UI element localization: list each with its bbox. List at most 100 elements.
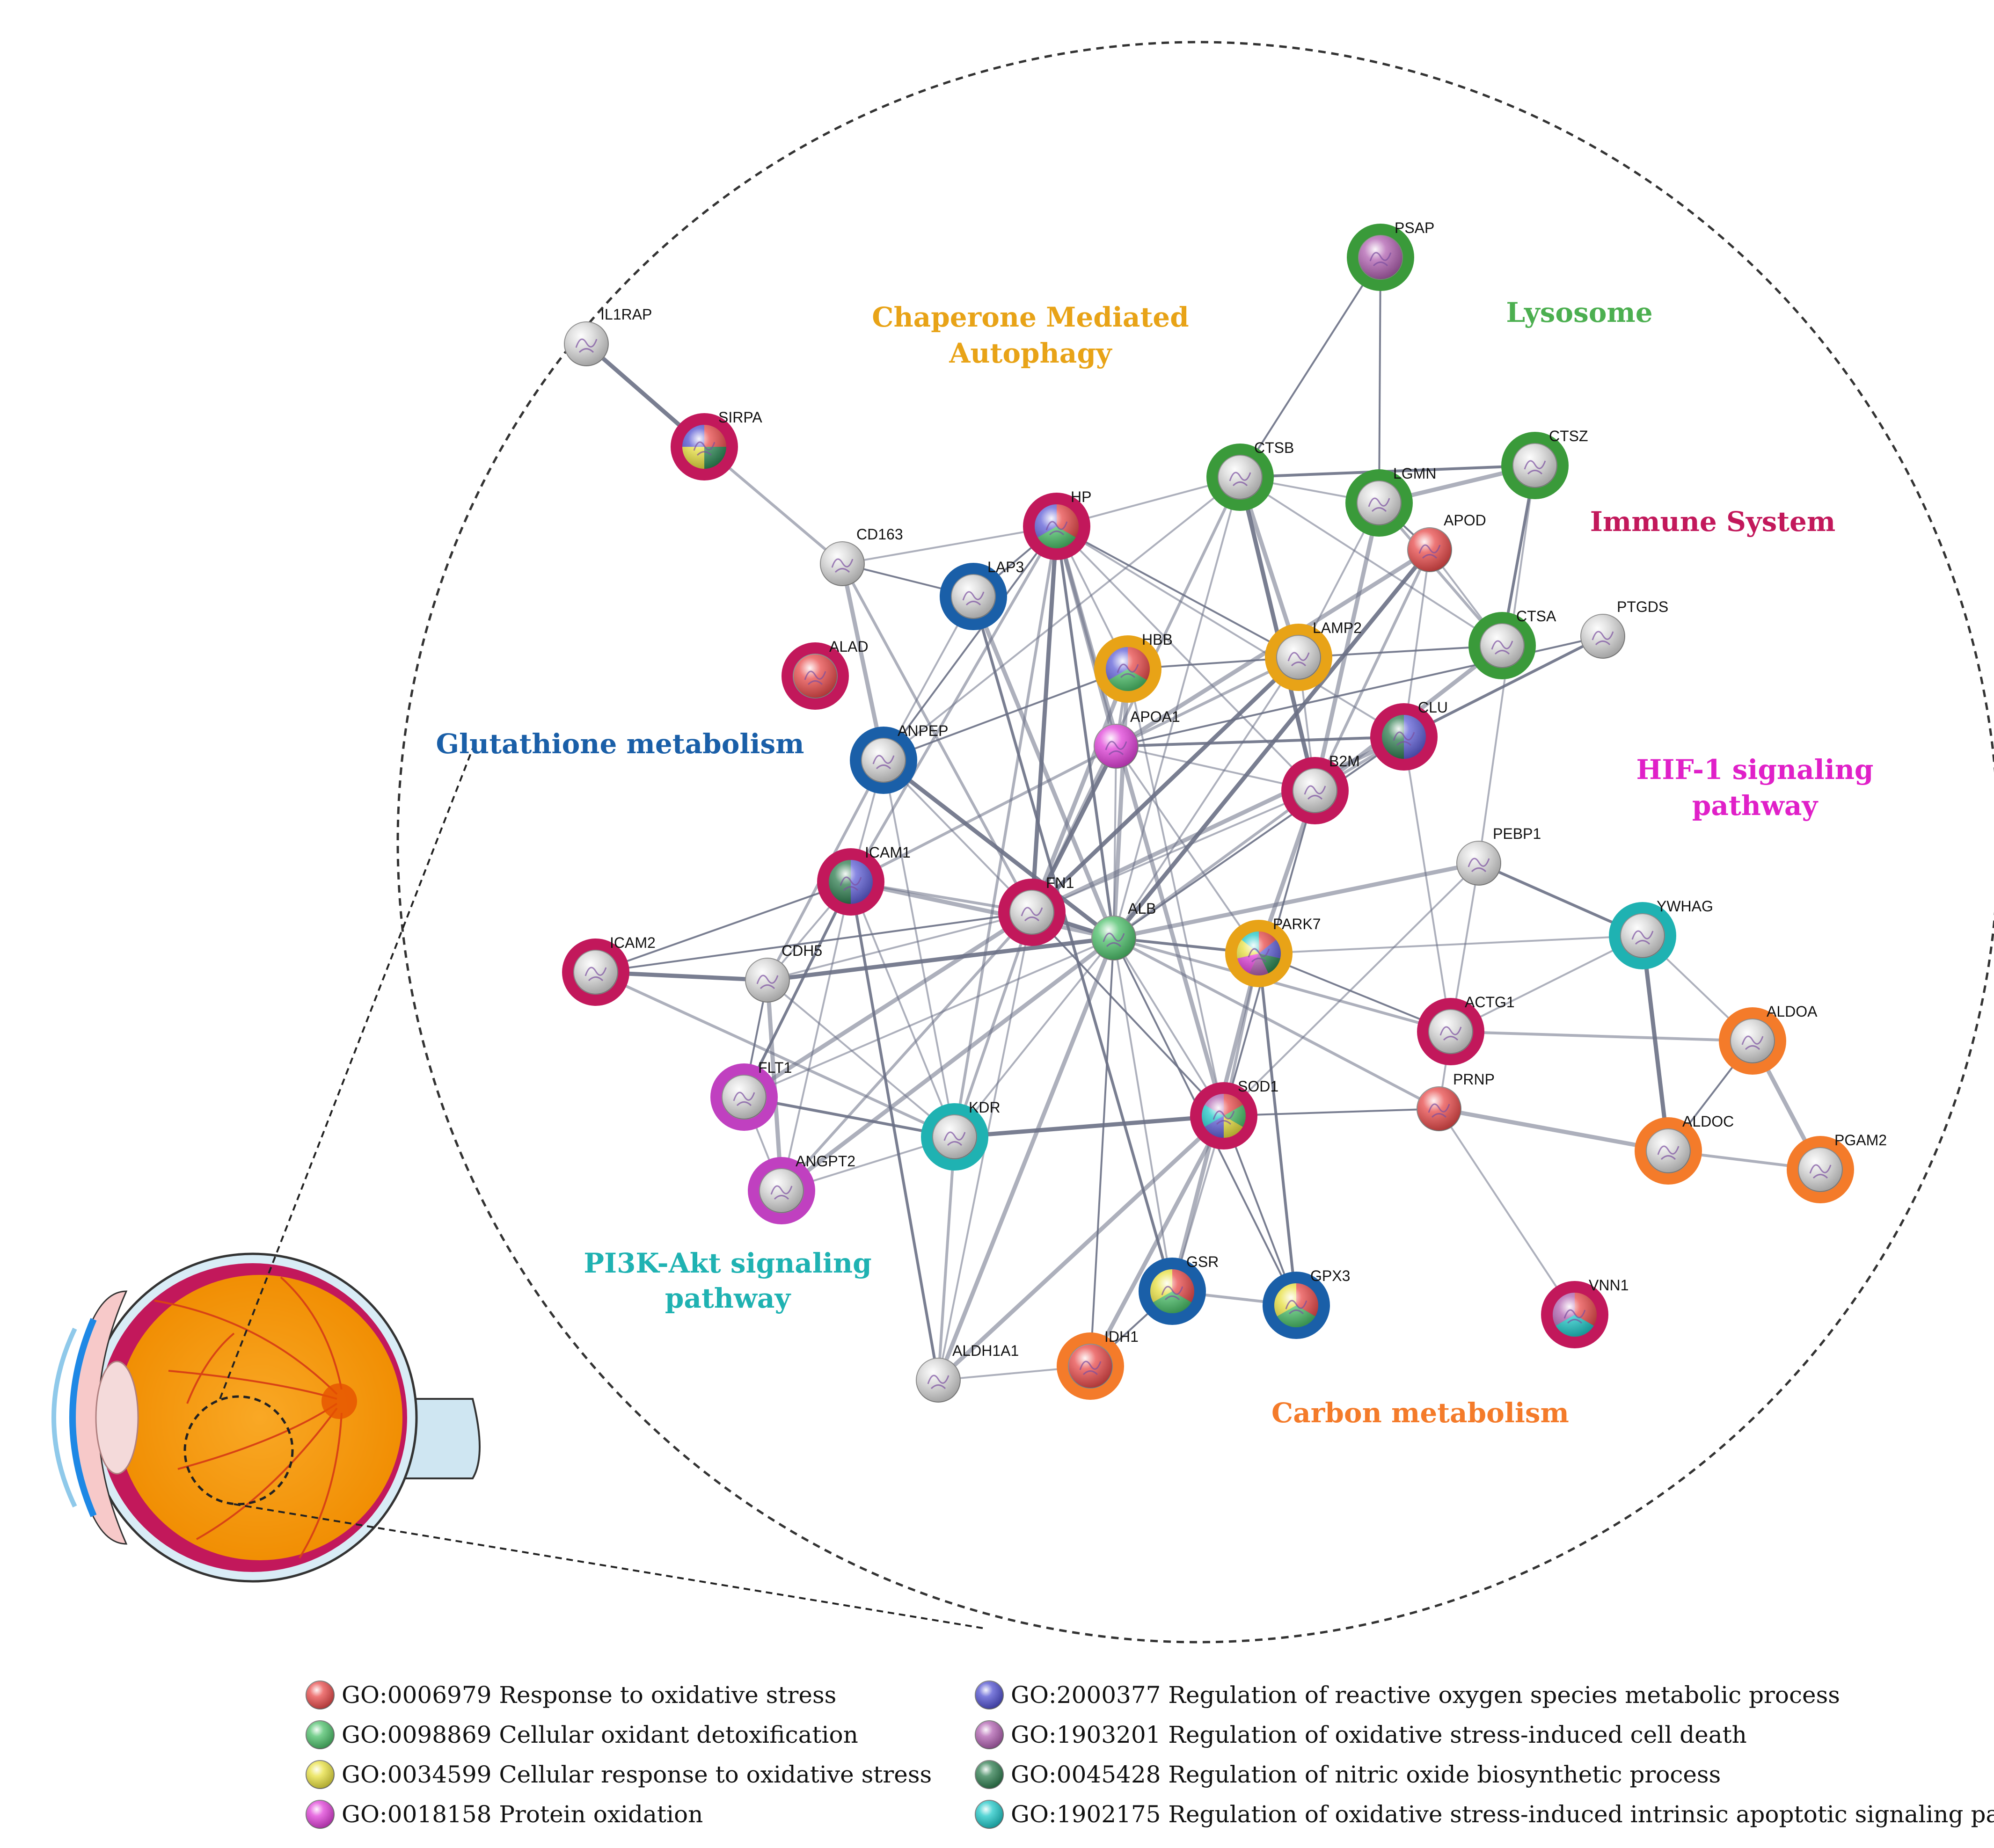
edge-icam1-alb [850,880,1114,940]
legend-label: GO:0045428 Regulation of nitric oxide bi… [1011,1761,1721,1788]
node-icam2[interactable]: ICAM2 [562,934,656,1006]
node-label: FLT1 [758,1059,792,1076]
protein-structure-icon [804,670,826,685]
node-ptgds[interactable]: PTGDS [1580,598,1668,659]
node-label: APOD [1444,512,1486,529]
node-ctsa[interactable]: CTSA [1468,608,1556,679]
node-aldh1a1[interactable]: ALDH1A1 [916,1342,1019,1403]
node-label: GSR [1186,1253,1219,1270]
node-ctsb[interactable]: CTSB [1206,439,1294,511]
protein-structure-icon [943,1131,966,1146]
node-icam1[interactable]: ICAM1 [817,844,911,916]
edge-anpep-fn1 [883,759,1033,913]
node-idh1[interactable]: IDH1 [1057,1328,1139,1400]
node-fn1[interactable]: FN1 [998,874,1074,946]
node-flt1[interactable]: FLT1 [710,1059,792,1131]
protein-structure-icon [1657,1145,1680,1160]
node-b2m[interactable]: B2M [1281,753,1360,824]
node-label: PGAM2 [1834,1132,1887,1149]
protein-structure-icon [1304,785,1326,800]
node-gpx3[interactable]: GPX3 [1263,1267,1350,1339]
edge-park7-ywhag [1258,935,1643,954]
node-apod[interactable]: APOD [1407,512,1486,572]
legend-swatch-gloss [306,1721,334,1749]
node-apoa1[interactable]: APOA1 [1094,708,1180,769]
edge-lgmn-b2m [1313,502,1381,791]
node-sod1[interactable]: SOD1 [1190,1078,1278,1150]
node-lamp2[interactable]: LAMP2 [1265,619,1362,691]
node-actg1[interactable]: ACTG1 [1417,994,1515,1065]
legend-swatch-gloss [975,1721,1003,1749]
protein-structure-icon [1524,460,1546,475]
node-vnn1[interactable]: VNN1 [1541,1277,1629,1348]
node-alad[interactable]: ALAD [782,638,869,710]
node-label: SOD1 [1238,1078,1278,1095]
node-pebp1[interactable]: PEBP1 [1456,825,1541,886]
node-label: CTSA [1516,608,1556,625]
node-hp[interactable]: HP [1023,488,1091,560]
edge-alb-actg1 [1113,937,1451,1033]
node-psap[interactable]: PSAP [1347,219,1434,291]
cluster-label-glu: Glutathione metabolism [436,728,804,760]
node-hbb[interactable]: HBB [1094,631,1173,703]
node-label: CTSZ [1549,428,1588,444]
node-pgam2[interactable]: PGAM2 [1787,1132,1887,1203]
node-label: ACTG1 [1465,994,1515,1011]
edge-icam1-angpt2 [781,881,852,1191]
node-cdh5[interactable]: CDH5 [745,942,822,1003]
node-lgmn[interactable]: LGMN [1345,465,1436,537]
node-label: LAP3 [987,559,1024,575]
node-prnp[interactable]: PRNP [1417,1071,1495,1131]
node-cd163[interactable]: CD163 [820,526,903,586]
edge-aldh1a1-icam1 [849,881,940,1381]
node-alb[interactable]: ALB [1091,900,1156,960]
edge-actg1-aldoa [1450,1030,1753,1042]
edge-hp-sod1 [1054,525,1226,1117]
protein-structure-icon [927,1375,950,1390]
edge-sod1-idh1 [1088,1114,1226,1368]
edge-alb-flt1 [744,937,1114,1098]
edge-ctsb-ctsa [1239,476,1503,647]
node-aldoc[interactable]: ALDOC [1635,1113,1734,1185]
edge-fn1-cdh5 [767,911,1032,981]
protein-structure-icon [1248,948,1270,963]
node-label: ALDOA [1767,1003,1818,1020]
legend-label: GO:1903201 Regulation of oxidative stres… [1011,1721,1747,1748]
protein-structure-icon [1105,741,1127,756]
protein-structure-icon [1439,1026,1462,1041]
cluster-label-pi3k2: pathway [665,1282,792,1314]
protein-structure-icon [1631,930,1654,945]
edge-pebp1-sod1 [1223,862,1480,1117]
cluster-label-hif1: HIF-1 signaling [1636,754,1874,786]
legend-item: GO:1902175 Regulation of oxidative stres… [975,1800,1994,1829]
node-aldoa[interactable]: ALDOA [1719,1003,1818,1075]
node-il1rap[interactable]: IL1RAP [564,306,652,366]
protein-structure-icon [1428,1103,1450,1118]
edge-prnp-vnn1 [1438,1108,1576,1316]
node-park7[interactable]: PARK7 [1225,916,1321,987]
edge-kdr-sod1 [954,1113,1224,1139]
node-label: ALDH1A1 [952,1342,1019,1359]
legend-swatch-gloss [975,1681,1003,1709]
legend-label: GO:0034599 Cellular response to oxidativ… [342,1761,932,1788]
protein-structure-icon [1103,932,1125,947]
node-sirpa[interactable]: SIRPA [671,409,762,480]
protein-structure-icon [962,591,985,606]
legend-swatch-gloss [306,1800,334,1828]
edge-b2m-fn1 [1031,790,1315,913]
node-gsr[interactable]: GSR [1139,1253,1219,1325]
node-angpt2[interactable]: ANGPT2 [748,1153,855,1224]
node-anpep[interactable]: ANPEP [850,722,948,794]
node-lap3[interactable]: LAP3 [940,559,1024,630]
edge-hp-lamp2 [1056,525,1299,658]
edge-icam1-icam2 [595,881,851,973]
node-label: HP [1071,488,1091,505]
edge-ywhag-actg1 [1450,935,1643,1033]
node-ctsz[interactable]: CTSZ [1501,428,1588,499]
node-kdr[interactable]: KDR [921,1099,1001,1171]
zoom-line-upper [219,748,474,1399]
node-ywhag[interactable]: YWHAG [1609,898,1713,969]
legend-label: GO:0018158 Protein oxidation [342,1801,703,1828]
node-clu[interactable]: CLU [1370,699,1448,771]
